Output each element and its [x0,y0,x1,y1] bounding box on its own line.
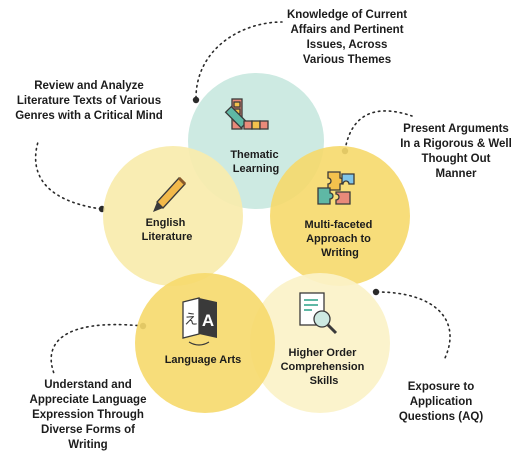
translate-icon: え A [182,297,217,346]
color-swatch-icon [224,98,269,130]
note-review-analyze: Review and Analyze Literature Texts of V… [15,80,163,122]
note-present-arguments: Present Arguments In a Rigorous & Well T… [400,123,512,180]
note-current-affairs: Knowledge of Current Affairs and Pertine… [286,9,408,66]
svg-text:え: え [184,312,198,328]
note-exposure: Exposure to Application Questions (AQ) [398,381,484,423]
pen-nib-icon [153,176,187,212]
connector-multifaceted [344,110,413,151]
document-magnifier-icon [299,292,338,335]
label-language-arts: Language Arts [165,354,242,366]
svg-text:A: A [202,311,214,330]
connector-english [34,141,102,210]
label-thematic-learning: Thematic Learning [230,149,281,175]
connector-comprehension [376,291,451,359]
connector-language [50,323,144,377]
connector-lines [34,21,451,377]
circle-multi-faceted [270,146,410,286]
puzzle-icon [317,171,355,205]
circle-english-literature [103,146,243,286]
label-english-literature: English Literature [142,217,193,243]
note-understand-appreciate: Understand and Appreciate Language Expre… [29,379,147,451]
circle-higher-order [250,273,390,413]
label-higher-order: Higher Order Comprehension Skills [281,347,368,387]
label-multi-faceted: Multi-faceted Approach to Writing [305,219,376,259]
circle-language-arts [135,273,275,413]
